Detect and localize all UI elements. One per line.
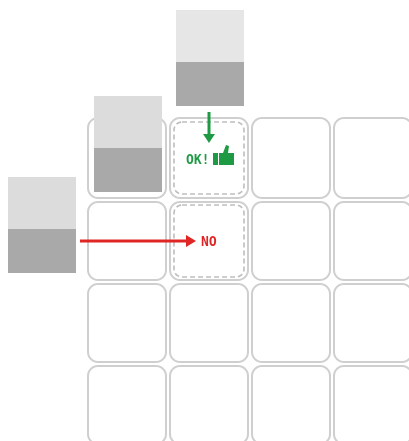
ok-label: OK! [186,153,209,168]
sliding-cube [8,177,76,273]
grid-cell [88,366,166,441]
dropping-cube [176,10,244,106]
placed-cube [94,96,162,192]
grid-cell [334,366,409,441]
grid-cell [170,366,248,441]
grid-cell [334,202,409,280]
grid-cell [88,284,166,362]
grid-cell [252,202,330,280]
grid-cell [334,284,409,362]
grid-cell [252,366,330,441]
grid-cell [170,284,248,362]
grid-cell [252,284,330,362]
no-label: NO [201,235,217,250]
grid-cell [252,118,330,198]
grid-cell [334,118,409,198]
